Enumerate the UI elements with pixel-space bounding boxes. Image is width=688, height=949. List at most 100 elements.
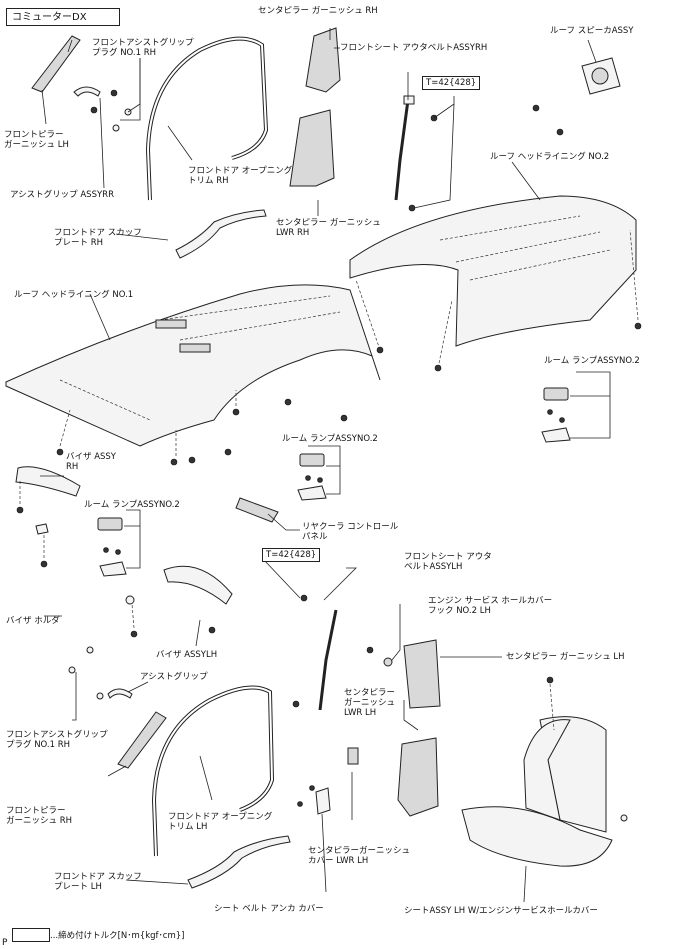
label-front-seat-outer-belt-lh: フロントシート アウタ ベルトASSYLH: [404, 552, 492, 572]
anchor-cover-clip-2: [309, 785, 315, 791]
page-marker: P: [2, 938, 8, 948]
headlining-no1-vent-2: [179, 343, 211, 353]
room-lamp-no2-right-part: [543, 387, 569, 401]
belt-lh-bolt-2: [292, 700, 300, 708]
clip-2: [284, 398, 292, 406]
visor-holder-part: [35, 523, 49, 535]
label-engine-service-hole-cover-hook: エンジン サービス ホールカバー フック NO.2 LH: [428, 596, 553, 616]
label-front-assist-grip-plug-rh-bottom: フロントアシストグリップ プラグ NO.1 RH: [6, 730, 108, 750]
label-visor-rh: バイザ ASSY RH: [66, 452, 117, 472]
front-door-opening-trim-rh-inner: [146, 37, 268, 201]
assembly-lines: [19, 229, 639, 731]
visor-lh-screw: [208, 626, 216, 634]
model-label: コミューターDX: [6, 8, 120, 26]
roof-headlining-no1-part: [5, 284, 381, 447]
center-pillar-garnish-lwr-lh-part: [397, 737, 439, 817]
visor-lh-part: [163, 565, 233, 605]
roof-speaker-cone: [591, 67, 609, 85]
room-lamp-no2-left-lens: [99, 561, 127, 577]
engine-hook-bolt: [366, 646, 374, 654]
roof-headlining-no1-detail: [59, 295, 341, 421]
front-pillar-garnish-lh-part: [31, 35, 81, 93]
label-front-pillar-garnish-lh: フロントピラー ガーニッシュ LH: [4, 130, 69, 150]
label-center-pillar-garnish-rh: センタピラー ガーニッシュ RH: [258, 6, 378, 16]
label-front-door-opening-trim-lh: フロントドア オープニング トリム LH: [168, 812, 273, 832]
label-roof-headlining-no1: ルーフ ヘッドライニング NO.1: [14, 290, 134, 300]
label-front-assist-grip-plug-rh-top: フロントアシストグリップ プラグ NO.1 RH: [92, 38, 194, 58]
room-lamp-no2-left-screw-2: [115, 549, 121, 555]
assist-grip-plug-4: [68, 666, 76, 674]
assist-grip-plug-2: [112, 124, 120, 132]
assist-grip-clip-2: [110, 89, 118, 97]
seat-lh-clip: [620, 814, 628, 822]
label-rear-cooler-control-panel: リヤクーラ コントロール パネル: [302, 522, 399, 542]
legend-text: ...締め付けトルク[N･m{kgf･cm}]: [50, 931, 185, 941]
assist-grip-plug-5: [96, 692, 104, 700]
front-seat-outer-belt-rh-part: [394, 99, 410, 201]
legend-torque-box: [12, 928, 50, 942]
assist-grip-part: [107, 688, 133, 699]
label-visor-lh: バイザ ASSYLH: [156, 650, 218, 660]
label-front-pillar-garnish-rh: フロントピラー ガーニッシュ RH: [6, 806, 73, 826]
clip-4: [170, 458, 178, 466]
front-seat-outer-belt-lh-part: [318, 609, 338, 711]
seat-belt-anchor-cover-part: [315, 787, 331, 815]
rear-cooler-control-panel-part: [235, 497, 279, 523]
seat-lh-bolt: [546, 676, 554, 684]
visor-holder-2: [125, 595, 135, 605]
roof-speaker-screw-2: [556, 128, 564, 136]
headlining-no2-clip: [634, 322, 642, 330]
room-lamp-no2-right-screw-1: [547, 409, 553, 415]
label-seat-lh-engine-cover: シートASSY LH W/エンジンサービスホールカバー: [404, 906, 598, 916]
label-assist-grip-rr: アシストグリップ ASSYRR: [10, 190, 114, 200]
roof-speaker-screw-1: [532, 104, 540, 112]
room-lamp-no2-right-lens: [541, 427, 571, 443]
room-lamp-no2-center-screw-2: [317, 477, 323, 483]
label-visor-holder: バイザ ホルダ: [6, 616, 60, 626]
visor-rh-screw: [16, 506, 24, 514]
assist-grip-rr-part: [73, 86, 101, 97]
clip-6: [224, 448, 232, 456]
center-pillar-garnish-lh-part: [403, 639, 441, 709]
assist-grip-plug-3: [86, 646, 94, 654]
torque-box-lh: T=42{428}: [262, 548, 321, 562]
front-door-scuff-plate-rh-part: [175, 209, 267, 259]
seat-lh-cushion: [461, 806, 613, 867]
visor-rh-part: [15, 466, 81, 497]
label-assist-grip: アシストグリップ: [140, 672, 208, 682]
room-lamp-no2-center-lens: [297, 485, 327, 501]
clip-7: [56, 448, 64, 456]
label-front-door-opening-trim-rh: フロントドア オープニング トリム RH: [188, 166, 293, 186]
label-center-pillar-garnish-cover-lwr-lh: センタピラーガーニッシュ カバー LWR LH: [308, 846, 411, 866]
roof-headlining-no2-part: [349, 195, 637, 347]
label-room-lamp-no2-center: ルーム ランプASSYNO.2: [282, 434, 378, 444]
room-lamp-no2-left-screw-1: [103, 547, 109, 553]
belt-lh-bolt-1: [300, 594, 308, 602]
roof-headlining-no2-detail: [439, 215, 611, 281]
label-room-lamp-no2-right: ルーム ランプASSYNO.2: [544, 356, 640, 366]
belt-rh-anchor: [403, 95, 415, 105]
clip-1: [232, 408, 240, 416]
front-pillar-garnish-rh-part: [117, 711, 167, 769]
label-center-pillar-garnish-lwr-lh: センタピラー ガーニッシュ LWR LH: [344, 688, 396, 718]
room-lamp-no2-right-screw-2: [559, 417, 565, 423]
anchor-cover-clip-1: [297, 801, 303, 807]
front-door-opening-trim-lh-inner: [152, 686, 274, 857]
visor-holder-screw: [40, 560, 48, 568]
clip-5: [188, 456, 196, 464]
visor-holder-2-screw: [130, 630, 138, 638]
room-lamp-no2-center-part: [299, 453, 325, 467]
room-lamp-no2-left-part: [97, 517, 123, 531]
label-center-pillar-garnish-lwr-rh: センタピラー ガーニッシュ LWR RH: [276, 218, 381, 238]
label-front-door-scuff-plate-lh: フロントドア スカッフ プレート LH: [54, 872, 142, 892]
torque-box-rh: T=42{428}: [422, 76, 481, 90]
center-pillar-cover-lwr-lh-part: [347, 747, 359, 765]
seat-lh-side: [523, 719, 571, 821]
clip-3: [340, 414, 348, 422]
label-center-pillar-garnish-lh: センタピラー ガーニッシュ LH: [506, 652, 625, 662]
label-seat-belt-anchor-cover: シート ベルト アンカ カバー: [214, 904, 324, 914]
label-roof-headlining-no2: ルーフ ヘッドライニング NO.2: [490, 152, 610, 162]
label-room-lamp-no2-left: ルーム ランプASSYNO.2: [84, 500, 180, 510]
label-roof-speaker: ルーフ スピーカASSY: [550, 26, 634, 36]
